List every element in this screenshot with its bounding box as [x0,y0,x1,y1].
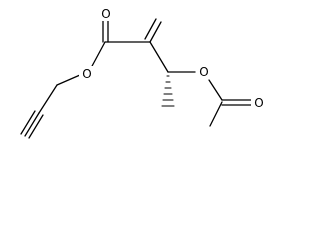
atom-ester-oxygen: O [82,67,91,81]
bond-alpha-stereocenter [149,41,169,73]
bond-carbonyl-ester-o [90,41,106,69]
bond-ch2-alkyne [38,84,58,114]
label-bg-acetoxy-o [196,64,211,79]
bond-alkyne-triple-b [20,110,36,135]
structure-canvas: O O O O [20,6,266,139]
bond-alkyne-triple-c [28,114,44,139]
label-bg-acetyl-o [251,95,266,110]
bond-methylene-double-a [149,21,162,43]
bond-methylene-double-b [144,18,157,40]
chemical-structure: O O O O [20,6,266,139]
label-bg-carbonyl-o [98,6,113,21]
bond-alkyne-triple-a [24,112,40,137]
bond-acetoxy-o-acetyl [208,79,223,101]
bond-acetyl-methyl [209,101,223,127]
atom-acetyl-carbonyl-oxygen: O [254,96,263,110]
atom-carbonyl-oxygen: O [101,7,110,21]
label-bg-ester-o [79,66,94,81]
atom-acetoxy-oxygen: O [199,65,208,79]
bond-ester-o-ch2 [56,74,81,86]
hashed-wedge-methyl [161,75,175,107]
